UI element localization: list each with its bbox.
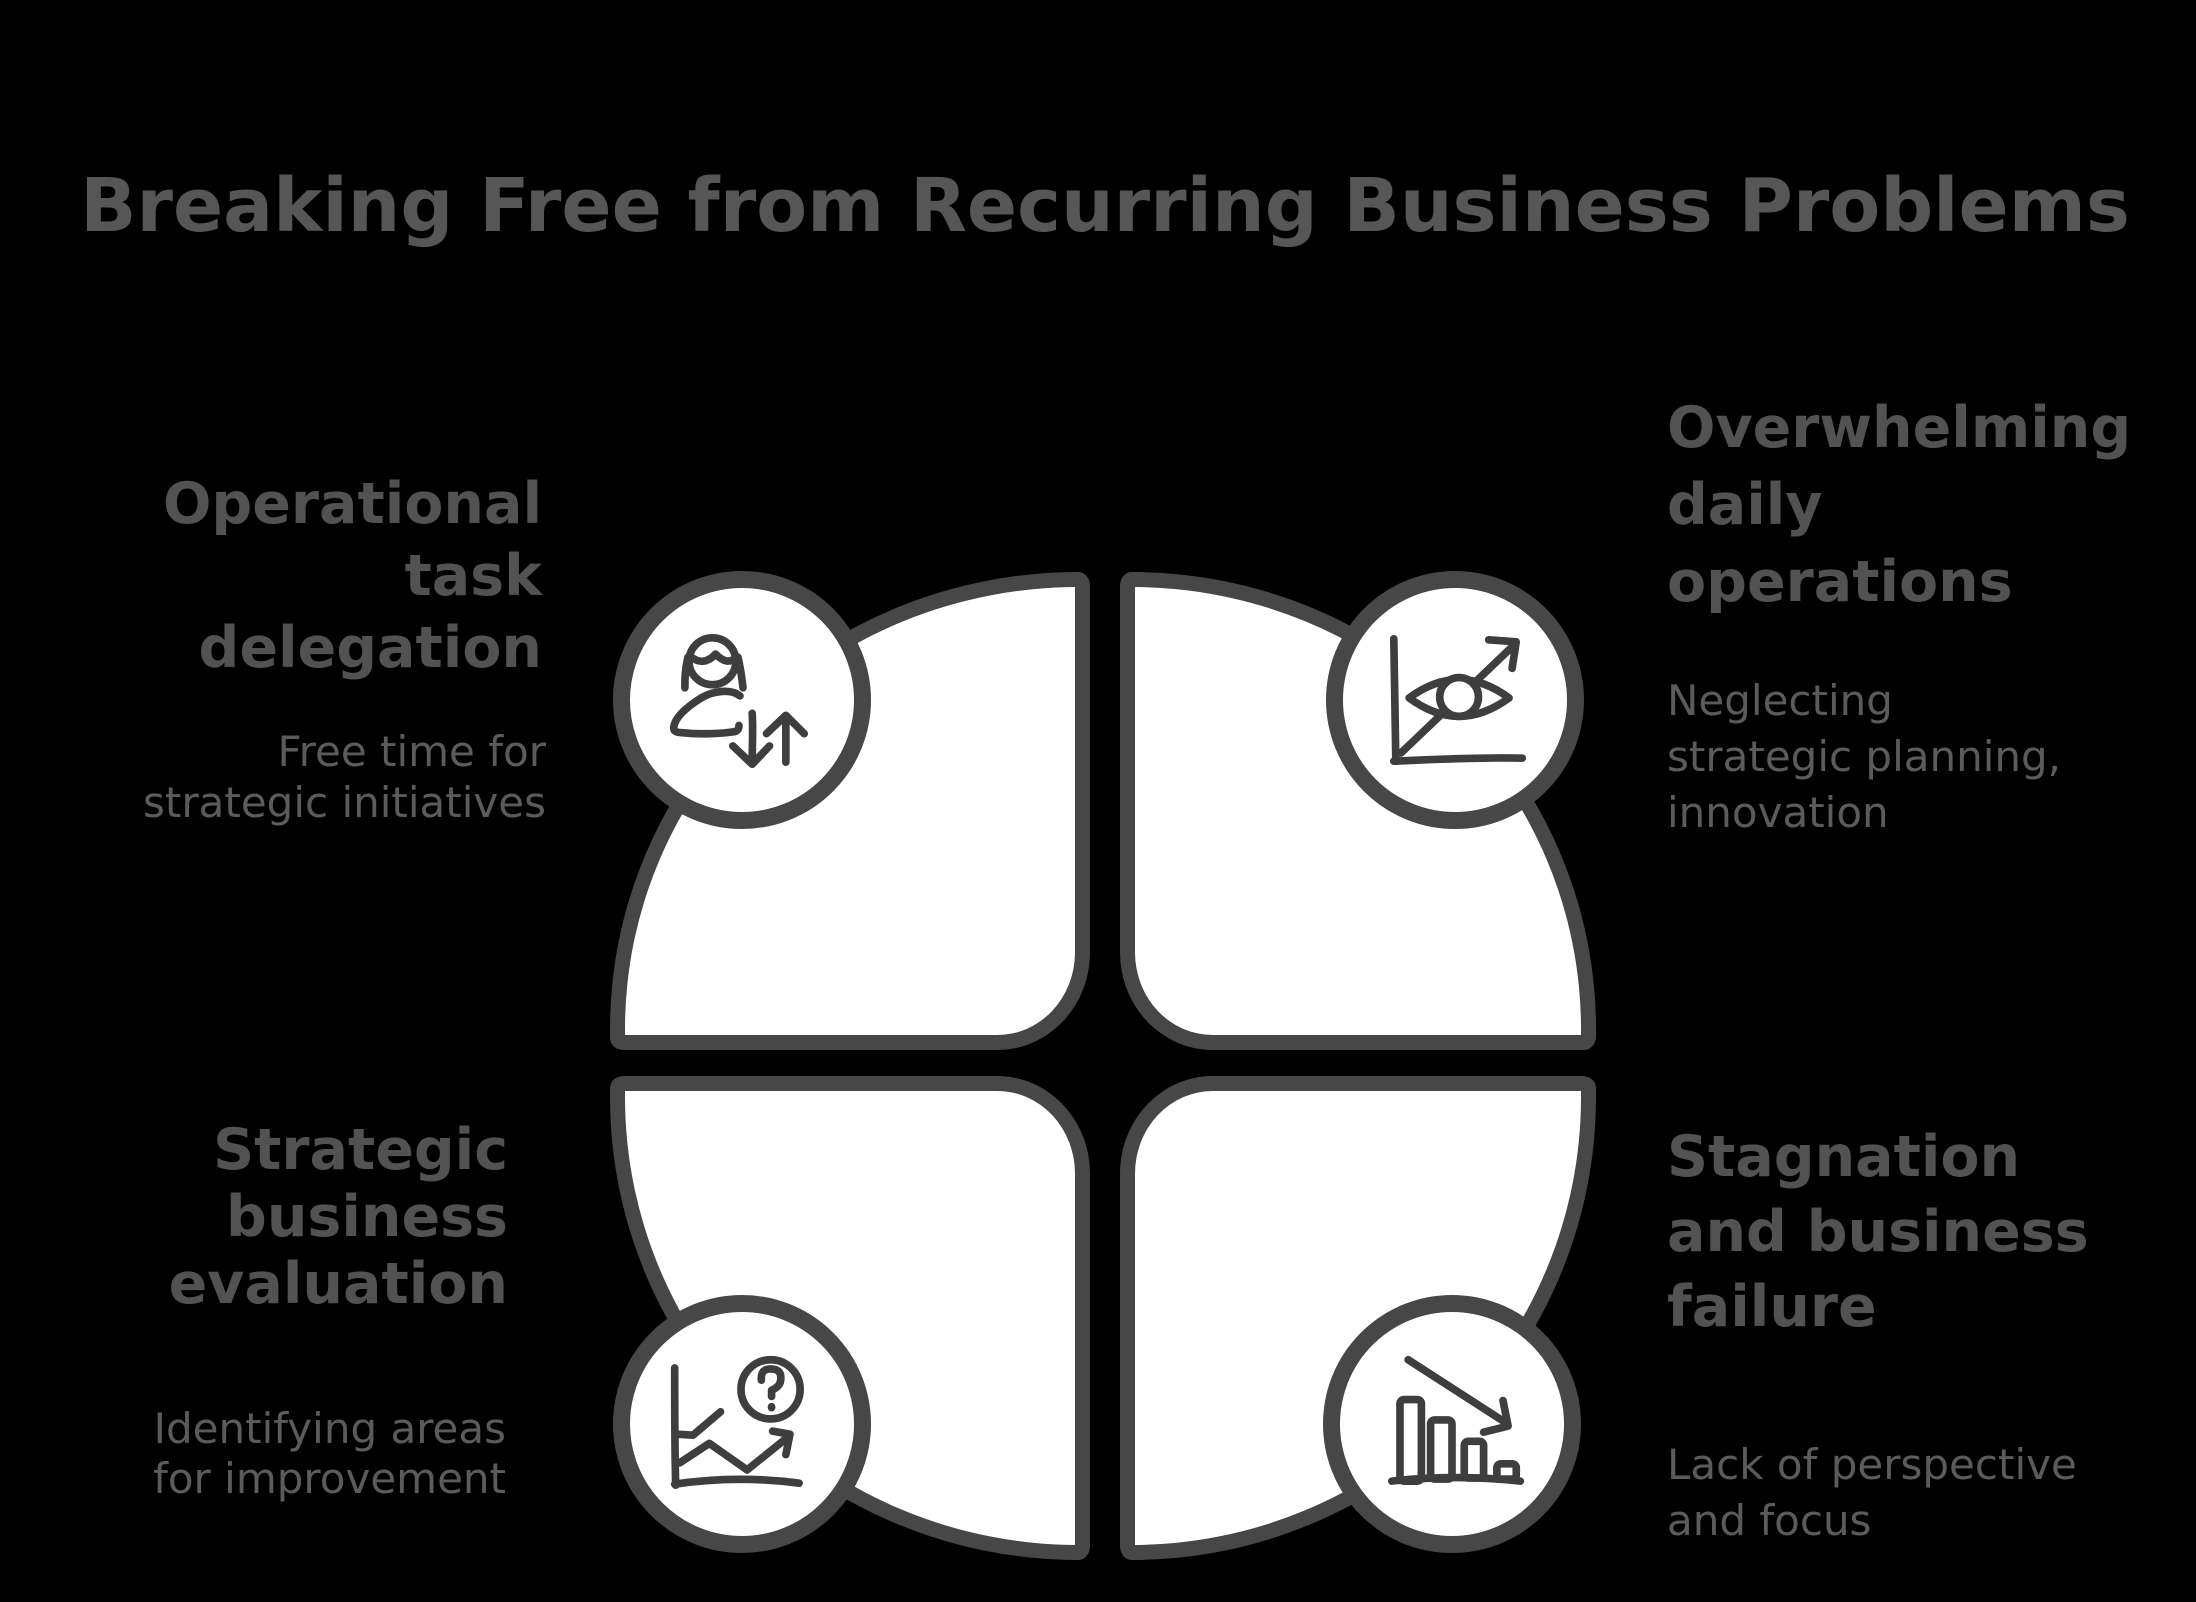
eye-perspective-chart-icon — [1389, 634, 1527, 766]
page-title: Breaking Free from Recurring Business Pr… — [80, 163, 2130, 249]
icon-circle-bottom-left — [613, 1295, 871, 1553]
heading-operational-task-delegation: Operational task delegation — [162, 471, 542, 681]
icon-circle-top-right — [1326, 571, 1584, 829]
heading-strategic-business-evaluation: Strategic business evaluation — [168, 1117, 508, 1317]
subtitle-strategic-business-evaluation: Identifying areas for improvement — [153, 1404, 506, 1503]
icon-circle-top-left — [613, 571, 871, 829]
icon-circle-bottom-right — [1323, 1295, 1581, 1553]
subtitle-overwhelming-daily-operations: Neglecting strategic planning, innovatio… — [1667, 676, 2062, 837]
heading-stagnation-business-failure: Stagnation and business failure — [1667, 1124, 2089, 1340]
subtitle-stagnation-business-failure: Lack of perspective and focus — [1667, 1440, 2077, 1545]
heading-overwhelming-daily-operations: Overwhelming daily operations — [1667, 395, 2132, 615]
person-delegation-arrows-icon — [669, 633, 809, 769]
subtitle-operational-task-delegation: Free time for strategic initiatives — [143, 727, 546, 827]
declining-bar-chart-icon — [1387, 1355, 1525, 1485]
chart-question-mark-icon — [670, 1355, 804, 1490]
